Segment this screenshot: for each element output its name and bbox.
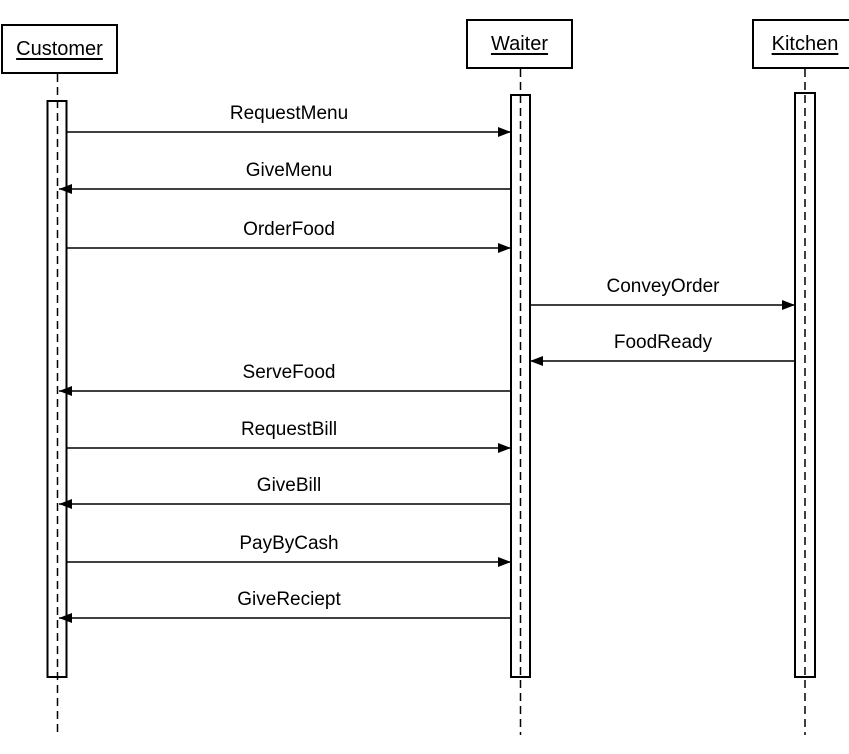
- participant-name-kitchen: Kitchen: [771, 32, 839, 55]
- participant-box-customer: Customer: [1, 24, 118, 74]
- message-label-convey-order: ConveyOrder: [606, 276, 720, 297]
- participant-box-waiter: Waiter: [466, 19, 573, 69]
- participant-name-customer: Customer: [16, 37, 103, 60]
- participant-name-waiter: Waiter: [490, 32, 549, 55]
- message-label-request-menu: RequestMenu: [229, 103, 349, 124]
- message-label-pay-by-cash: PayByCash: [239, 533, 339, 554]
- message-label-give-reciept: GiveReciept: [237, 589, 341, 610]
- message-label-give-menu: GiveMenu: [245, 160, 333, 181]
- message-label-serve-food: ServeFood: [242, 362, 336, 383]
- message-label-food-ready: FoodReady: [613, 332, 713, 353]
- message-label-give-bill: GiveBill: [256, 475, 322, 496]
- participant-box-kitchen: Kitchen: [752, 19, 849, 69]
- message-label-request-bill: RequestBill: [240, 419, 338, 440]
- message-label-order-food: OrderFood: [243, 219, 335, 240]
